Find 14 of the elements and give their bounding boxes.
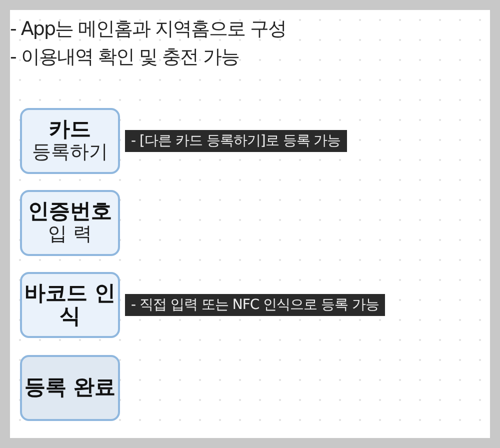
step-subtitle: 등록하기 [32, 141, 108, 164]
step-title: 카드 [49, 118, 91, 142]
step-subtitle: 입 력 [48, 223, 92, 246]
step-title: 등록 완료 [24, 376, 116, 400]
caption-label: - 직접 입력 또는 NFC 인식으로 등록 가능 [125, 294, 386, 316]
caption-label: - [다른 카드 등록하기]로 등록 가능 [125, 130, 347, 152]
step-title: 인증번호 [28, 200, 112, 224]
step-box [20, 355, 120, 421]
step-box [20, 108, 120, 174]
step-title: 바코드 인식 [23, 282, 117, 328]
bullet-text: - App는 메인홈과 지역홈으로 구성 [10, 17, 286, 42]
step-box [20, 272, 120, 338]
bullet-text: - 이용내역 확인 및 충전 가능 [10, 45, 240, 70]
step-box [20, 190, 120, 256]
